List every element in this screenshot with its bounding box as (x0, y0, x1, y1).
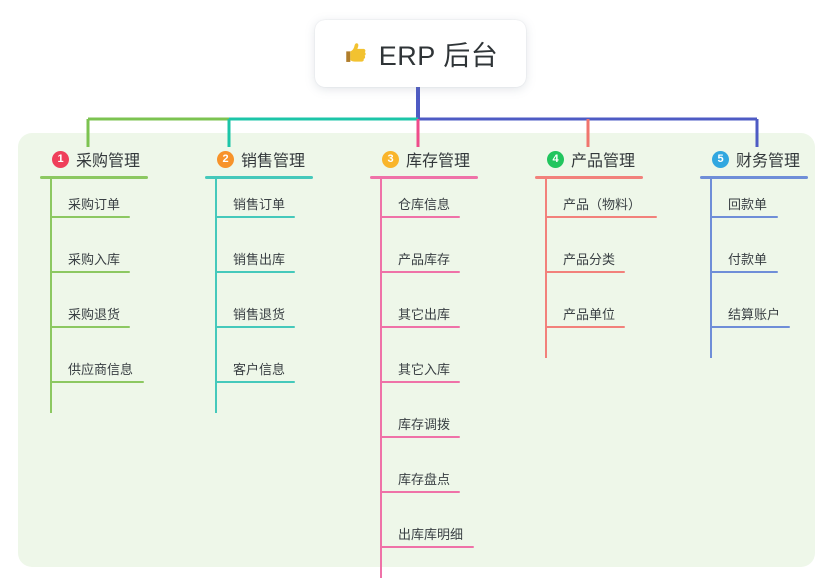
leaf-label: 销售退货 (233, 307, 286, 322)
branch-leaf-item[interactable]: 回款单 (710, 194, 778, 228)
branch-leaf-item[interactable]: 采购订单 (50, 194, 130, 228)
branch-leaf-item[interactable]: 库存调拨 (380, 414, 460, 448)
branch-header-5[interactable]: 5 财务管理 (700, 146, 800, 172)
leaf-label: 采购退货 (68, 307, 121, 322)
leaf-underline (50, 216, 130, 218)
leaf-underline (380, 271, 460, 273)
leaf-label: 销售订单 (233, 197, 286, 212)
branch-column-5: 5 财务管理回款单付款单结算账户 (700, 146, 808, 358)
leaf-underline (380, 491, 460, 493)
branch-header-3[interactable]: 3 库存管理 (370, 146, 470, 172)
leaf-underline (710, 216, 778, 218)
branch-title: 销售管理 (241, 153, 306, 170)
leaf-underline (50, 381, 144, 383)
branches-panel (18, 133, 815, 567)
branch-number-badge: 5 (712, 150, 729, 168)
branch-leaf-item[interactable]: 客户信息 (215, 359, 295, 393)
branch-column-2: 2 销售管理销售订单销售出库销售退货客户信息 (205, 146, 313, 413)
branch-spine (215, 176, 217, 413)
branch-leaf-item[interactable]: 仓库信息 (380, 194, 460, 228)
leaf-label: 采购入库 (68, 252, 121, 267)
branch-header-1[interactable]: 1 采购管理 (40, 146, 140, 172)
branch-leaf-item[interactable]: 销售出库 (215, 249, 295, 283)
leaf-underline (380, 326, 460, 328)
branch-leaf-item[interactable]: 产品库存 (380, 249, 460, 283)
leaf-label: 产品分类 (563, 252, 616, 267)
branch-title: 采购管理 (76, 153, 141, 170)
branch-number-badge: 3 (382, 150, 399, 168)
branch-number-badge: 1 (52, 150, 69, 168)
branch-leaf-item[interactable]: 出库库明细 (380, 524, 474, 558)
leaf-underline (380, 216, 460, 218)
leaf-underline (215, 326, 295, 328)
leaf-underline (710, 271, 778, 273)
leaf-underline (50, 326, 130, 328)
branch-leaf-item[interactable]: 销售退货 (215, 304, 295, 338)
leaf-label: 产品库存 (398, 252, 451, 267)
thumbs-up-icon (343, 40, 369, 66)
branch-spine (380, 176, 382, 578)
branch-leaf-item[interactable]: 付款单 (710, 249, 778, 283)
leaf-underline (545, 216, 657, 218)
branch-leaf-item[interactable]: 采购退货 (50, 304, 130, 338)
branch-leaf-item[interactable]: 结算账户 (710, 304, 790, 338)
leaf-underline (545, 271, 625, 273)
branch-underline (40, 176, 148, 179)
branch-underline (535, 176, 643, 179)
branch-underline (700, 176, 808, 179)
branch-underline (370, 176, 478, 179)
branch-spine (50, 176, 52, 413)
branch-leaf-item[interactable]: 库存盘点 (380, 469, 460, 503)
leaf-underline (215, 271, 295, 273)
branch-leaf-item[interactable]: 产品分类 (545, 249, 625, 283)
leaf-label: 销售出库 (233, 252, 286, 267)
leaf-underline (710, 326, 790, 328)
leaf-label: 其它入库 (398, 362, 451, 377)
branch-column-4: 4 产品管理产品（物料） 产品分类产品单位 (535, 146, 657, 358)
leaf-underline (380, 436, 460, 438)
leaf-label: 出库库明细 (398, 527, 464, 542)
branch-leaf-item[interactable]: 销售订单 (215, 194, 295, 228)
branch-underline (205, 176, 313, 179)
leaf-underline (215, 381, 295, 383)
leaf-label: 库存调拨 (398, 417, 451, 432)
branch-number-badge: 4 (547, 150, 564, 168)
branch-number-badge: 2 (217, 150, 234, 168)
leaf-underline (215, 216, 295, 218)
branch-spine (710, 176, 712, 358)
branch-title: 库存管理 (406, 153, 471, 170)
root-node[interactable]: ERP 后台 (315, 20, 526, 87)
branch-header-4[interactable]: 4 产品管理 (535, 146, 635, 172)
branch-column-3: 3 库存管理仓库信息产品库存其它出库其它入库库存调拨库存盘点出库库明细 (370, 146, 478, 578)
leaf-underline (380, 546, 474, 548)
branch-leaf-item[interactable]: 产品（物料） (545, 194, 657, 228)
leaf-label: 产品单位 (563, 307, 616, 322)
branch-column-1: 1 采购管理采购订单采购入库采购退货供应商信息 (40, 146, 148, 413)
leaf-label: 结算账户 (728, 307, 781, 322)
branch-spine (545, 176, 547, 358)
branch-leaf-item[interactable]: 其它入库 (380, 359, 460, 393)
leaf-label: 产品（物料） (563, 197, 642, 212)
leaf-underline (380, 381, 460, 383)
leaf-label: 仓库信息 (398, 197, 451, 212)
leaf-underline (545, 326, 625, 328)
branch-title: 财务管理 (736, 153, 801, 170)
leaf-label: 采购订单 (68, 197, 121, 212)
branch-leaf-item[interactable]: 产品单位 (545, 304, 625, 338)
branch-title: 产品管理 (571, 153, 636, 170)
leaf-label: 供应商信息 (68, 362, 134, 377)
branch-leaf-item[interactable]: 供应商信息 (50, 359, 144, 393)
leaf-label: 客户信息 (233, 362, 286, 377)
leaf-underline (50, 271, 130, 273)
branch-leaf-item[interactable]: 其它出库 (380, 304, 460, 338)
leaf-label: 其它出库 (398, 307, 451, 322)
leaf-label: 回款单 (728, 197, 768, 212)
branch-header-2[interactable]: 2 销售管理 (205, 146, 305, 172)
leaf-label: 库存盘点 (398, 472, 451, 487)
branch-leaf-item[interactable]: 采购入库 (50, 249, 130, 283)
leaf-label: 付款单 (728, 252, 768, 267)
root-title: ERP 后台 (378, 41, 499, 71)
